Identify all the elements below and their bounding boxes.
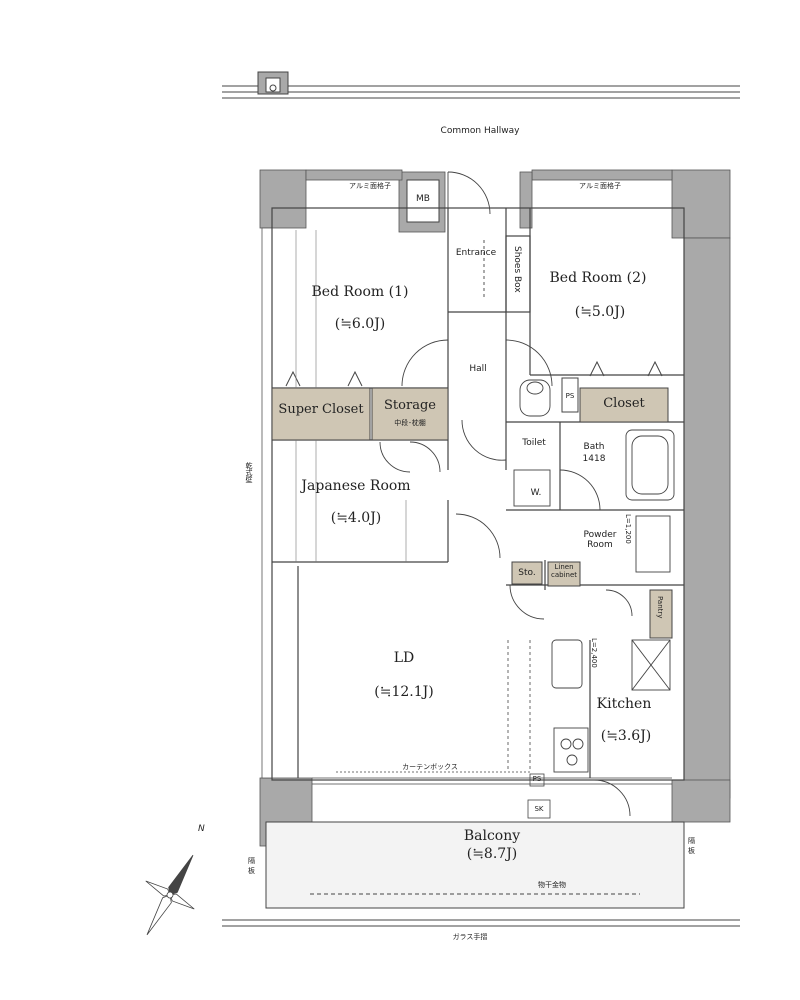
bedroom1-area: (≒6.0J) [334, 316, 386, 332]
closet-label: Closet [603, 396, 645, 411]
ps-top-label: PS [565, 392, 575, 400]
storage-sub-label: 中段･枕棚 [394, 419, 426, 427]
alumi-grille-right-label: アルミ面格子 [579, 182, 621, 190]
powder-room-label: Powder Room [583, 530, 617, 550]
japanese-room-area: (≒4.0J) [330, 510, 382, 526]
japanese-room-label: Japanese Room [301, 478, 411, 494]
partition-left-label: 隔板 [248, 857, 255, 875]
hall-label: Hall [469, 364, 487, 374]
balcony-area [222, 821, 740, 927]
shoes-box-label: Shoes Box [512, 246, 522, 293]
tatami-lines [295, 230, 407, 562]
hallway-rail [222, 71, 740, 99]
curtain-box-label: カーテンボックス [402, 763, 458, 771]
door-swings [379, 171, 633, 817]
super-closet-label: Super Closet [278, 402, 364, 417]
common-hallway-label: Common Hallway [440, 126, 520, 136]
ps-bottom-label: PS [532, 775, 542, 783]
bedroom2-label: Bed Room (2) [549, 270, 647, 286]
window-line [312, 640, 672, 819]
bedroom2-closet [561, 360, 669, 423]
sk-label: SK [534, 805, 544, 813]
bath-fixtures [513, 379, 675, 773]
outer-walls [259, 169, 731, 847]
mb-label: MB [416, 194, 430, 204]
kitchen-area: (≒3.6J) [600, 728, 652, 744]
drywall-label: 乾式壁 [245, 462, 253, 483]
compass-rose [145, 854, 195, 936]
ld-label: LD [393, 650, 415, 666]
storage-label: Storage [384, 398, 436, 413]
partition-right-label: 隔板 [688, 837, 695, 855]
glass-handrail-label: ガラス手摺 [452, 933, 488, 941]
l2400-label: L=2,400 [590, 638, 598, 668]
kitchen-label: Kitchen [596, 696, 652, 712]
l1200-label: L=1,200 [624, 514, 632, 544]
alumi-grille-left-label: アルミ面格子 [349, 182, 391, 190]
bath-size-label: 1418 [582, 454, 606, 464]
sto-box [511, 561, 543, 585]
mb-box [406, 179, 440, 223]
north-label: N [198, 824, 205, 834]
ld-area: (≒12.1J) [374, 684, 434, 700]
pantry-box [649, 589, 673, 639]
linen-cabinet-label: Linen cabinet [550, 563, 577, 579]
bath-label: Bath [583, 442, 605, 452]
pantry-label: Pantry [656, 596, 664, 619]
bedroom1-label: Bed Room (1) [311, 284, 409, 300]
entrance-label: Entrance [455, 248, 497, 258]
drying-hardware-label: 物干金物 [538, 881, 566, 889]
sto-label: Sto. [518, 568, 536, 578]
bedroom2-area: (≒5.0J) [574, 304, 626, 320]
toilet-label: Toilet [522, 438, 546, 448]
linen-cabinet-box [547, 561, 581, 587]
balcony-area: (≒8.7J) [466, 846, 518, 862]
w-label: W. [530, 488, 542, 498]
balcony-label: Balcony [463, 828, 521, 844]
bedroom1-closet [271, 370, 449, 441]
